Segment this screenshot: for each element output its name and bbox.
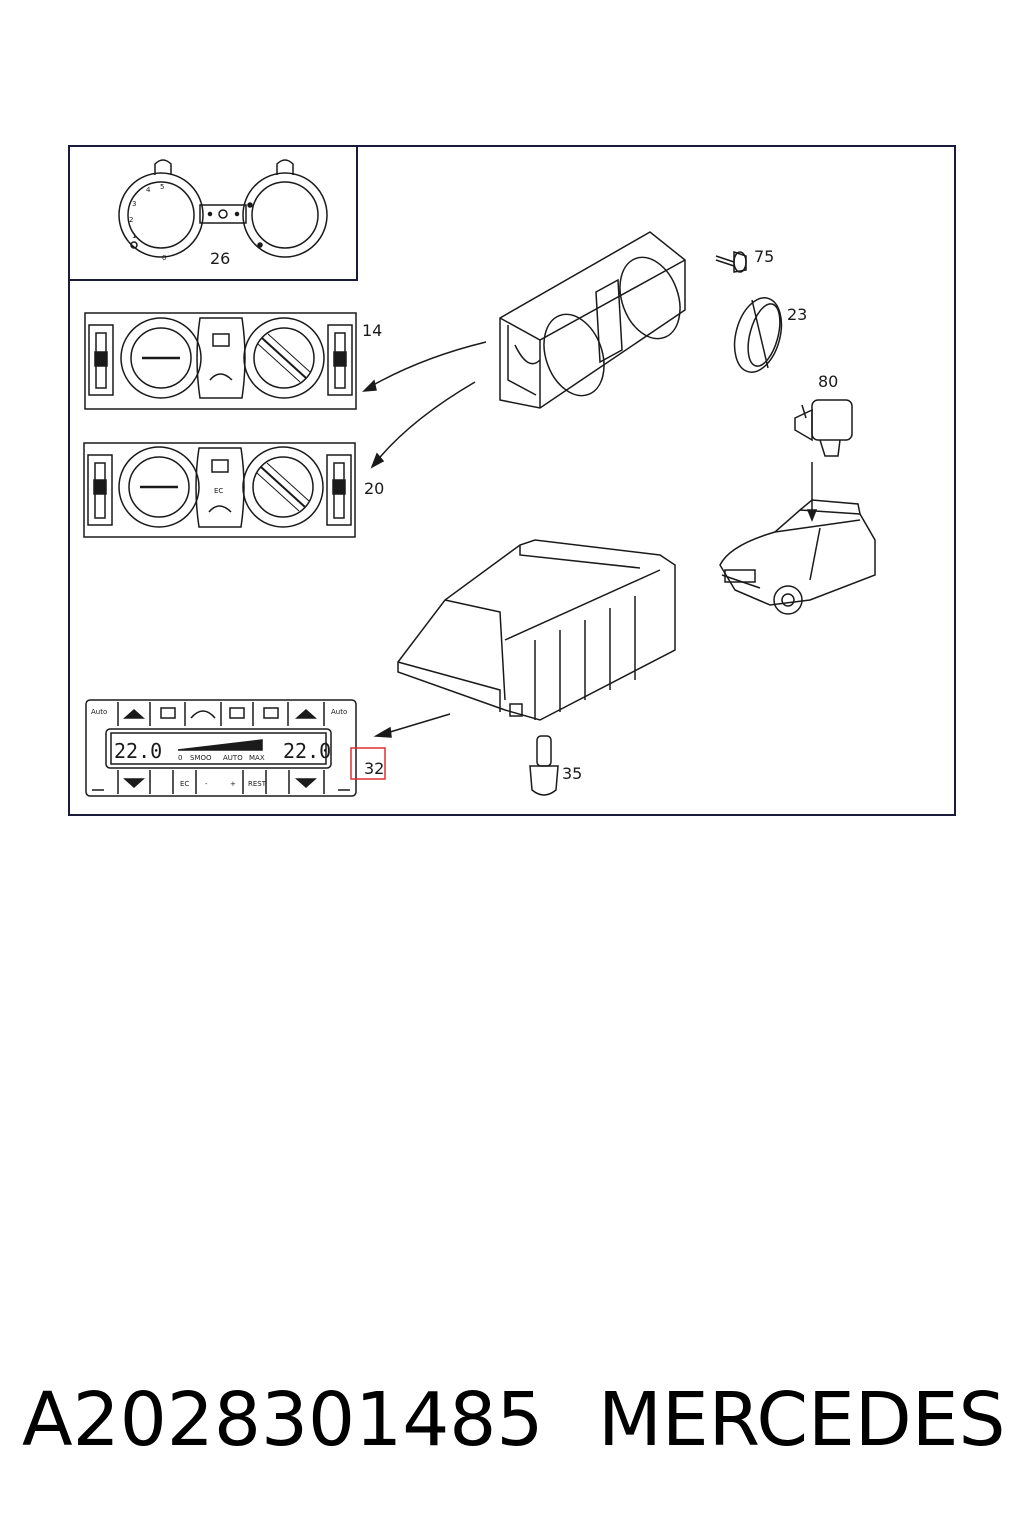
panel-20-ec-label: EC — [214, 487, 223, 495]
diagram-frame — [68, 145, 956, 816]
auto-left-label: Auto — [91, 708, 107, 716]
callout-26: 26 — [210, 249, 230, 268]
lcd-temp-left: 22.0 — [114, 739, 162, 763]
part-32-climate-panel — [85, 699, 357, 797]
callout-80: 80 — [818, 372, 838, 391]
dial-number-2: 2 — [129, 216, 133, 224]
auto-right-label: Auto — [331, 708, 347, 716]
lcd-scale-auto: AUTO — [223, 754, 243, 762]
rest-button-label: REST — [248, 780, 267, 788]
lcd-scale-0: 0 — [178, 754, 182, 762]
dial-number-1: 1 — [132, 232, 136, 240]
callout-32-highlight — [350, 747, 386, 780]
part-14-control-panel — [84, 312, 357, 410]
dial-number-3: 3 — [132, 200, 136, 208]
brand-caption: MERCEDES — [598, 1377, 1006, 1463]
ec-button-label: EC — [180, 780, 189, 788]
leader-arrows — [362, 341, 818, 738]
part-75-screw — [715, 250, 747, 273]
part-35-bulb — [529, 735, 559, 796]
callout-23: 23 — [787, 305, 807, 324]
part-26-trim-rings — [118, 159, 328, 258]
fan-minus-label: - — [205, 780, 208, 788]
dial-number-4: 4 — [146, 186, 151, 194]
control-housing — [499, 231, 686, 409]
callout-20: 20 — [364, 479, 384, 498]
lcd-scale-max: MAX — [249, 754, 265, 762]
fan-plus-label: + — [230, 780, 236, 788]
callout-35: 35 — [562, 764, 582, 783]
car-illustration — [719, 499, 876, 615]
callout-14: 14 — [362, 321, 382, 340]
callout-32: 32 — [364, 759, 384, 778]
climate-unit-housing — [397, 539, 676, 721]
part-80-sensor — [794, 399, 853, 457]
inset-box-26 — [69, 146, 358, 281]
dial-number-5: 5 — [160, 183, 164, 191]
callout-75: 75 — [754, 247, 774, 266]
part-20-control-panel — [83, 442, 356, 538]
lcd-temp-right: 22.0 — [283, 739, 331, 763]
lcd-scale-smoo: SMOO — [190, 754, 212, 762]
dial-number-0: 0 — [162, 254, 166, 262]
part-23-knob — [733, 297, 783, 373]
part-number-caption: A2028301485 — [22, 1377, 544, 1463]
